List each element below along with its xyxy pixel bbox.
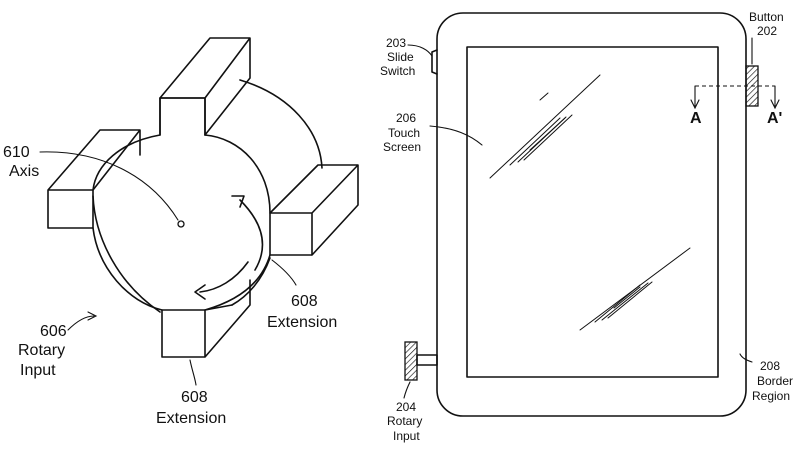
- left-extension: [48, 130, 140, 228]
- touch-screen-area: [467, 47, 718, 377]
- extension-right-leader: [272, 260, 296, 285]
- section-label-a: A: [690, 110, 702, 127]
- rotary-knob: [405, 342, 417, 380]
- button-word: Button: [749, 10, 784, 24]
- right-extension: [270, 165, 358, 255]
- disc-side-right: [232, 258, 270, 305]
- rotary-input-word-1: Rotary: [387, 414, 422, 428]
- slide-switch-word-1: Slide: [387, 50, 414, 64]
- rotation-arrow-upper: [240, 200, 263, 270]
- border-region-number: 208: [760, 359, 780, 373]
- slide-switch-number: 203: [386, 36, 406, 50]
- extension-bottom-leader: [190, 360, 196, 385]
- axis-leader: [40, 152, 178, 220]
- touch-screen-word-2: Screen: [383, 140, 421, 154]
- extension-bottom-number: 608: [181, 389, 208, 406]
- screen-glare-upper: [490, 75, 600, 178]
- rotary-input-number: 204: [396, 400, 416, 414]
- touch-screen-number: 206: [396, 111, 416, 125]
- rotary-word-2: Input: [20, 362, 56, 379]
- screen-glare-lower: [580, 248, 690, 330]
- rotation-arrowhead-upper: [232, 196, 244, 207]
- section-arrow-a-prime: [771, 86, 779, 108]
- rotary-input-leader: [404, 382, 410, 398]
- extension-right-word: Extension: [267, 314, 337, 331]
- touch-screen-word-1: Touch: [388, 126, 420, 140]
- rotary-leader: [68, 316, 94, 330]
- rotary-word-1: Rotary: [18, 342, 65, 359]
- rotary-stem: [417, 355, 437, 365]
- disc-side-left: [93, 196, 160, 312]
- rotary-input-word-2: Input: [393, 429, 420, 443]
- axis-number: 610: [3, 144, 30, 161]
- section-arrow-a: [691, 86, 699, 108]
- section-label-a-prime: A': [767, 110, 782, 127]
- front-face-outline: [160, 98, 205, 135]
- extension-bottom-word: Extension: [156, 410, 226, 427]
- axis-word: Axis: [9, 163, 39, 180]
- disc-back-edge: [240, 80, 322, 168]
- button-number: 202: [757, 24, 777, 38]
- extension-right-number: 608: [291, 293, 318, 310]
- rotary-number: 606: [40, 323, 67, 340]
- device-drawing: [405, 13, 779, 416]
- border-region-word-1: Border: [757, 374, 793, 388]
- axis-point: [178, 221, 184, 227]
- rotation-arrow-lower: [200, 262, 248, 292]
- device-body: [437, 13, 746, 416]
- border-region-word-2: Region: [752, 389, 790, 403]
- slide-switch-word-2: Switch: [380, 64, 415, 78]
